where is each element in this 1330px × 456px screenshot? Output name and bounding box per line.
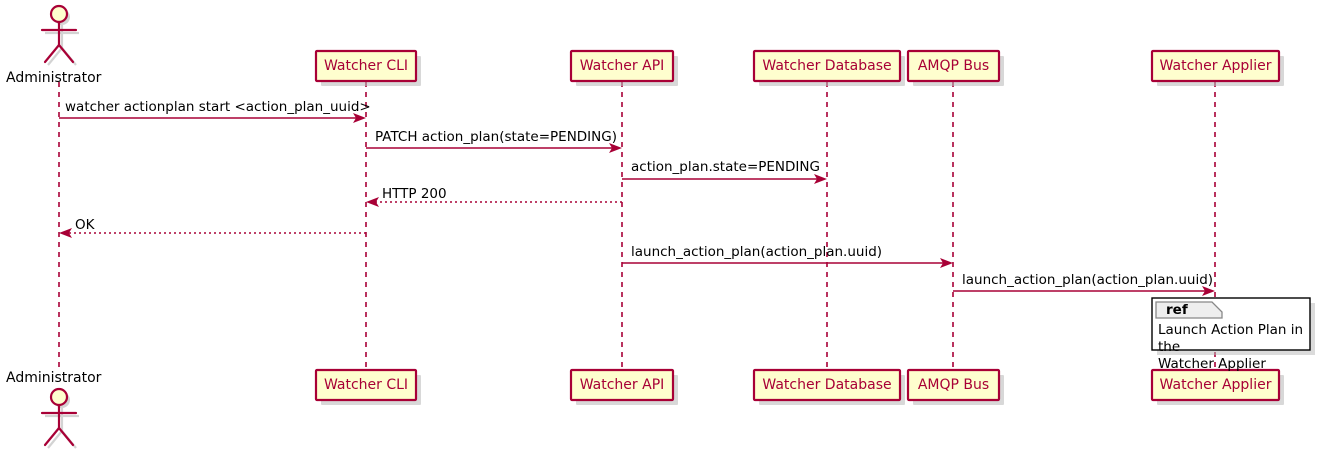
participant-box-watcher-database[interactable]	[752, 49, 902, 83]
message-label-m7: launch_action_plan(action_plan.uuid)	[962, 272, 1214, 288]
ref-fragment-text: Launch Action Plan in the Watcher Applie…	[1158, 322, 1304, 372]
participant-boxes-bottom	[314, 368, 1284, 405]
actor-leg-left-icon	[43, 43, 61, 64]
message-label-m1: watcher actionplan start <action_plan_uu…	[65, 99, 371, 115]
message-arrow-m1	[59, 113, 366, 123]
actor-head-icon	[49, 4, 69, 24]
actor-head-icon	[49, 387, 69, 407]
ref-fragment	[1151, 297, 1315, 355]
participant-box-watcher-api[interactable]	[569, 368, 675, 402]
message-arrow-m3	[622, 174, 827, 184]
actor-label-administrator: Administrator	[6, 370, 102, 386]
message-arrow-m2	[366, 143, 622, 153]
participant-box-amqp-bus[interactable]	[906, 49, 1001, 83]
message-label-m4: HTTP 200	[382, 186, 447, 202]
participant-box-watcher-applier[interactable]	[1150, 368, 1281, 402]
participant-box-amqp-bus[interactable]	[906, 368, 1001, 402]
message-label-m3: action_plan.state=PENDING	[631, 159, 820, 175]
ref-fragment-keyword: ref	[1166, 302, 1188, 318]
message-arrow-m7	[953, 286, 1215, 296]
participant-box-watcher-api[interactable]	[569, 49, 675, 83]
message-label-m6: launch_action_plan(action_plan.uuid)	[631, 244, 883, 260]
actor-administrator-top	[40, 4, 79, 66]
participant-box-watcher-cli[interactable]	[314, 49, 418, 83]
participant-box-watcher-applier[interactable]	[1150, 49, 1281, 83]
participant-box-watcher-database[interactable]	[752, 368, 902, 402]
participant-boxes-top	[314, 49, 1284, 86]
message-arrow-m5	[59, 228, 366, 238]
actor-leg-right-icon	[57, 426, 75, 447]
lifelines-group	[58, 82, 1216, 372]
actor-leg-right-icon	[57, 43, 75, 64]
message-arrow-m4	[366, 197, 622, 207]
actor-label-administrator: Administrator	[6, 70, 102, 86]
message-label-m2: PATCH action_plan(state=PENDING)	[375, 129, 617, 145]
ref-fragment-tab	[1155, 301, 1223, 319]
message-label-m5: OK	[75, 217, 95, 233]
actor-leg-left-icon	[43, 426, 61, 447]
messages-group	[59, 113, 1215, 296]
participant-box-watcher-cli[interactable]	[314, 368, 418, 402]
actor-administrator-bottom	[40, 387, 79, 449]
message-arrow-m6	[622, 258, 953, 268]
